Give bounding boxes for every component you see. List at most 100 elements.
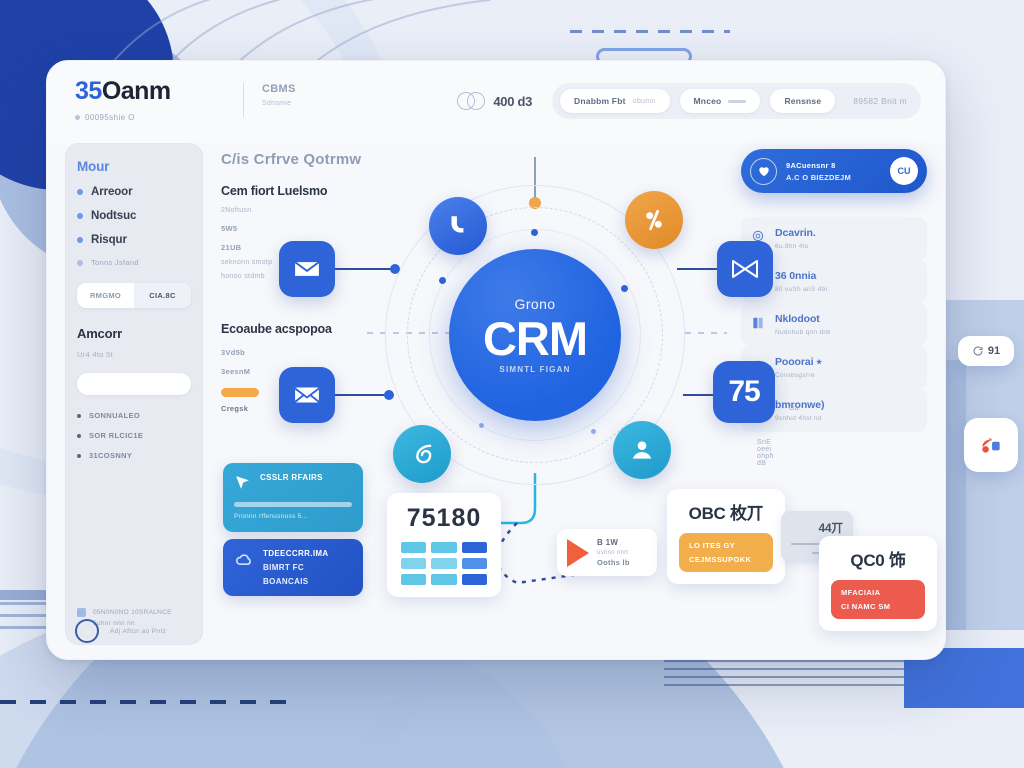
card-cyan[interactable]: CSSLR RFAIRS Pronnn rffenusnoss 5... bbox=[223, 463, 363, 532]
orbit-node-left bbox=[439, 277, 446, 284]
sidebar-item-label: Arreoor bbox=[91, 186, 133, 198]
header-chip-1[interactable]: Mnceo bbox=[679, 89, 761, 113]
card-deep[interactable]: TDEECCRR.IMA BIMRT FC BOANCAIS bbox=[223, 539, 363, 596]
segment-option-0[interactable]: RMGMO bbox=[89, 291, 122, 300]
sidebar-sub-label: 31COSNNY bbox=[89, 451, 133, 460]
blurb-1-meta-0: seknonn smotp bbox=[221, 258, 273, 266]
brand-subtitle: 00095shie O bbox=[85, 113, 135, 122]
section-label: CBMS bbox=[262, 83, 296, 95]
right-row-title: bmronwe) bbox=[775, 399, 825, 411]
envelope-filled-icon[interactable] bbox=[279, 241, 335, 297]
blurb-1-meta-1: honoo stdmb bbox=[221, 272, 265, 280]
sidebar-search-input[interactable] bbox=[77, 373, 191, 395]
header-chip-2[interactable]: Rensnse bbox=[770, 89, 836, 113]
right-row-sub: 9snhut 4hst nd bbox=[775, 415, 822, 422]
mini-card-title: B 1W bbox=[597, 538, 619, 547]
right-row-sub: 80 vuSh anS 4br bbox=[775, 286, 828, 293]
section-label-block: CBMS Sdnsmie bbox=[262, 83, 296, 107]
orbit-node-right bbox=[621, 285, 628, 292]
gray-card-value: 44丌 bbox=[818, 521, 844, 535]
top-bar: 35Oanm 00095shie O CBMS Sdnsmie 400 d3 D… bbox=[47, 61, 945, 143]
bullet-icon bbox=[77, 453, 81, 458]
central-hub[interactable]: Grono CRM SIMNTL FIGAN bbox=[449, 249, 621, 421]
kpi-orange-title: OBC 枚丌 bbox=[688, 504, 764, 523]
app-window: 35Oanm 00095shie O CBMS Sdnsmie 400 d3 D… bbox=[46, 60, 946, 660]
sidebar-sub-item-2[interactable]: 31COSNNY bbox=[77, 451, 191, 460]
sidebar-item-nodtsuc[interactable]: Nodtsuc bbox=[77, 210, 191, 222]
user-icon[interactable] bbox=[613, 421, 671, 479]
floating-chip-value: 91 bbox=[987, 345, 1001, 357]
header-metric-value: 400 d3 bbox=[493, 93, 533, 109]
cta-line2: A.C O BIEZDEJM bbox=[786, 172, 852, 182]
sidebar-segmented-control[interactable]: RMGMO CIA.8C bbox=[77, 283, 191, 308]
right-panel: 9ACuensnr 8 A.C O BIEZDEJM CU Dcavrin. 6… bbox=[741, 143, 927, 645]
send-icon bbox=[234, 474, 251, 496]
cta-button[interactable]: 9ACuensnr 8 A.C O BIEZDEJM CU bbox=[741, 149, 927, 193]
stat-card[interactable]: 75180 bbox=[387, 493, 501, 597]
dot-icon bbox=[75, 115, 80, 120]
orbit-node-top bbox=[531, 229, 538, 236]
video-mini-card[interactable]: B 1W ushnn nnrt Ooths lb bbox=[557, 529, 657, 576]
envelope-outline-icon[interactable] bbox=[717, 241, 773, 297]
sidebar-sub-item-0[interactable]: SONNUALEO bbox=[77, 411, 191, 420]
number-tile-value: 75 bbox=[728, 375, 760, 408]
brand-subtitle-row: 00095shie O bbox=[75, 113, 239, 122]
kpi-orange-band: LO ITES GY CEJMSSUPOKK bbox=[679, 533, 773, 572]
cta-badge[interactable]: CU bbox=[890, 157, 918, 185]
app-body: Mour Arreoor Nodtsuc Risqur Tonns Jsfand… bbox=[47, 143, 945, 659]
bullet-icon bbox=[77, 189, 83, 195]
percent-icon[interactable] bbox=[625, 191, 683, 249]
brand-logo[interactable]: 35Oanm bbox=[75, 79, 239, 104]
envelope-open-icon[interactable] bbox=[279, 367, 335, 423]
sidebar-section2-caption: Ur4 4to 5t bbox=[77, 350, 113, 359]
sidebar-section2-title: Amcorr bbox=[77, 326, 123, 341]
book-icon bbox=[751, 315, 765, 336]
heart-icon bbox=[750, 157, 777, 185]
right-row-2[interactable]: Nklodoot Nudnhub qnn dnk bbox=[741, 303, 927, 346]
bullet-icon bbox=[77, 259, 83, 266]
kpi-orange-line2: CEJMSSUPOKK bbox=[689, 555, 752, 564]
chip-end-muted: Bnit m bbox=[881, 96, 907, 106]
section-sublabel: Sdnsmie bbox=[262, 100, 292, 107]
phone-icon[interactable] bbox=[429, 197, 487, 255]
refresh-icon bbox=[973, 346, 983, 356]
orbit-diagram: Grono CRM SIMNTL FIGAN bbox=[385, 185, 685, 485]
header-chip-0[interactable]: Dnabbm Fbt obumn bbox=[560, 89, 670, 113]
blurb-1-sub: 2Noftusn bbox=[221, 206, 252, 214]
brand-secondary: Oanm bbox=[101, 77, 171, 105]
bg-dashed-line-bottom bbox=[0, 700, 300, 704]
kpi-red-band: MFACIAIA CI NAMC SM bbox=[831, 580, 925, 619]
sidebar-item-risqur[interactable]: Risqur bbox=[77, 234, 191, 246]
blurb-1-heading: Cem fiort Luelsmo bbox=[221, 184, 328, 198]
floating-chip-counter[interactable]: 91 bbox=[958, 336, 1014, 366]
rocket-icon[interactable] bbox=[393, 425, 451, 483]
sidebar-item-tonns[interactable]: Tonns Jsfand bbox=[77, 258, 191, 267]
sidebar-item-arreoor[interactable]: Arreoor bbox=[77, 186, 191, 198]
blurb-2-heading: Ecoaube acspopoa bbox=[221, 322, 332, 336]
chip-bar-icon bbox=[728, 99, 747, 103]
play-icon bbox=[567, 538, 589, 567]
card-deep-heading: TDEECCRR.IMA bbox=[263, 549, 329, 558]
card-deep-line3: BOANCAIS bbox=[263, 577, 309, 586]
right-row-sub: 6u.8hn 4to bbox=[775, 243, 809, 250]
orbit-ring-dashed bbox=[407, 207, 663, 463]
bg-dashed-line-top bbox=[570, 30, 730, 33]
blurb-1-row-0: 5W5 bbox=[221, 223, 238, 233]
kpi-card-red[interactable]: QC0 饰 MFACIAIA CI NAMC SM bbox=[819, 536, 937, 631]
badge-icon bbox=[77, 607, 86, 617]
kpi-card-orange[interactable]: OBC 枚丌 LO ITES GY CEJMSSUPOKK bbox=[667, 489, 785, 584]
blurb-2-row-0: 3Vd5b bbox=[221, 347, 246, 357]
floating-chip-alert[interactable] bbox=[964, 418, 1018, 472]
sidebar-sub-item-1[interactable]: SOR RLCIC1E bbox=[77, 431, 191, 440]
sidebar-footer-text: 05N0N0NO 10SRALNCE 5uhnr nnn nn bbox=[93, 608, 172, 627]
chip-label: Mnceo bbox=[693, 96, 722, 106]
sidebar-item-label: Tonns Jsfand bbox=[91, 258, 139, 267]
number-tile[interactable]: 75 bbox=[713, 361, 775, 423]
brand-divider bbox=[243, 83, 244, 117]
stat-card-number: 75180 bbox=[406, 504, 482, 532]
sidebar-item-label: Nodtsuc bbox=[91, 210, 137, 222]
segment-option-1[interactable]: CIA.8C bbox=[134, 283, 191, 308]
header-metric: 400 d3 bbox=[457, 91, 532, 111]
right-row-title: 36 0nnia bbox=[775, 270, 817, 282]
mini-card-text: Ooths lb bbox=[597, 558, 630, 567]
